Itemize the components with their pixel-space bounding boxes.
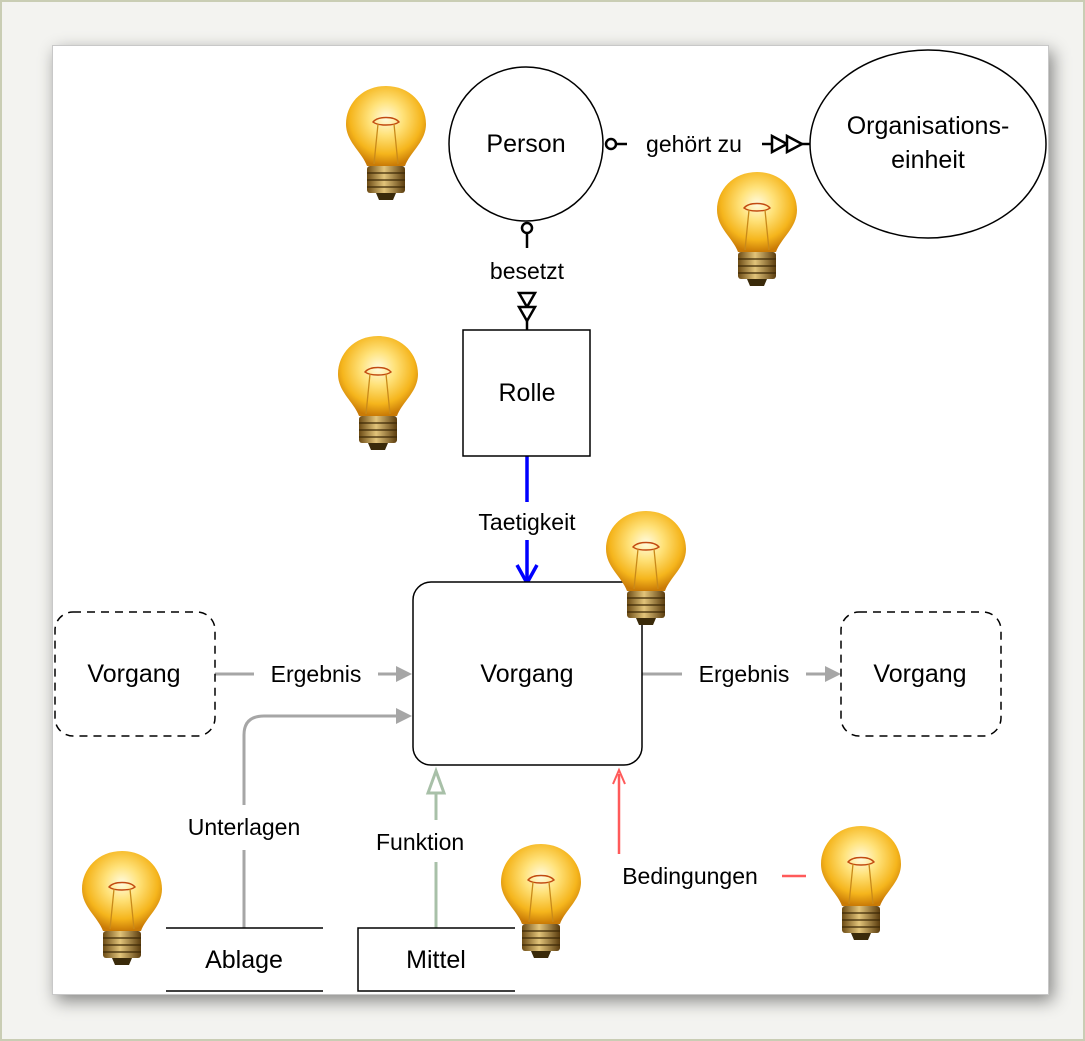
lightbulb-icon [820, 825, 902, 941]
edge-label-taetigkeit: Taetigkeit [478, 509, 576, 535]
lightbulb-icon [345, 85, 427, 201]
edge-unterlagen [242, 708, 412, 928]
vorgang-right-node[interactable] [840, 611, 1002, 737]
ablage-node[interactable] [166, 927, 323, 992]
ablage-label: Ablage [205, 946, 283, 974]
edge-ergebnis-right [642, 666, 841, 682]
person-node[interactable] [448, 66, 604, 222]
edge-funktion [425, 766, 447, 928]
edge-label-ergebnis-right: Ergebnis [699, 661, 790, 687]
orgunit-node[interactable] [809, 49, 1047, 239]
orgunit-label-line1: Organisations- [847, 112, 1010, 140]
vorgang-right-label: Vorgang [873, 660, 966, 688]
edge-label-unterlagen: Unterlagen [188, 814, 301, 840]
vorgang-center-node[interactable] [412, 581, 643, 766]
edge-bedingungen [612, 767, 806, 878]
edge-label-gehoert-zu: gehört zu [646, 131, 742, 157]
person-label: Person [486, 130, 565, 158]
vorgang-left-node[interactable] [54, 611, 216, 737]
mittel-node[interactable] [357, 927, 515, 992]
lightbulb-icon [81, 850, 163, 966]
vorgang-center-label: Vorgang [480, 660, 573, 688]
edge-gehoert-zu [604, 133, 811, 155]
edge-ergebnis-left [215, 666, 412, 682]
rolle-node[interactable] [462, 329, 591, 457]
rolle-label: Rolle [499, 379, 556, 407]
edge-besetzt [516, 221, 538, 330]
mittel-label: Mittel [406, 946, 466, 974]
funktion-label-mask [486, 820, 506, 860]
edge-label-ergebnis-left: Ergebnis [271, 661, 362, 687]
edge-label-besetzt: besetzt [490, 258, 565, 284]
edge-label-funktion: Funktion [376, 829, 464, 855]
edge-label-bedingungen: Bedingungen [622, 863, 758, 889]
orgunit-label-line2: einheit [891, 146, 965, 174]
lightbulb-icon [716, 171, 798, 287]
vorgang-left-label: Vorgang [87, 660, 180, 688]
lightbulb-icon [337, 335, 419, 451]
